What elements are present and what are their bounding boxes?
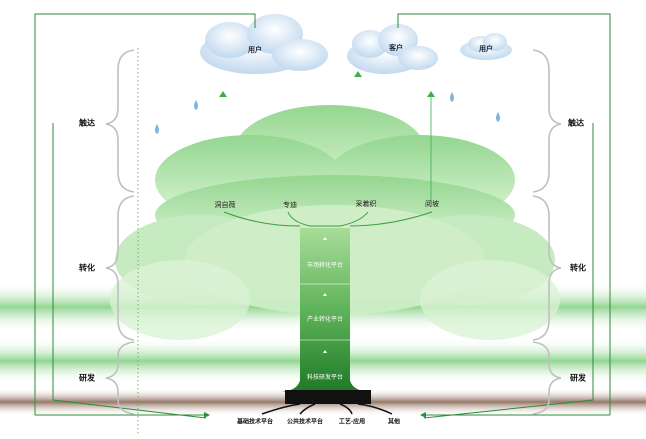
branch-label-4: 阅坡 (425, 200, 439, 208)
cloud-label-customer: 客户 (389, 44, 403, 52)
right-stage-research: 研发 (569, 372, 587, 384)
trunk-label-research: 科技研发平台 (306, 374, 343, 381)
left-braces (105, 49, 135, 415)
cloud-3 (460, 33, 512, 60)
root-base (285, 390, 371, 404)
tree-trunk (282, 228, 368, 392)
trunk-arrow-1-icon (323, 237, 327, 240)
trunk-arrow-2-icon (323, 293, 327, 296)
feedback-loop-lines (34, 13, 611, 419)
branch-lines (223, 211, 433, 227)
trunk-arrow-3-icon (323, 350, 327, 353)
cloud-1 (200, 14, 328, 74)
cloud-label-user-small: 用户 (479, 45, 493, 53)
right-stage-reach: 触达 (567, 117, 585, 129)
up-arrow-icon (354, 71, 362, 77)
up-arrow-icon (219, 91, 227, 97)
cloud-2 (347, 24, 438, 74)
raindrop-icon (450, 92, 454, 102)
root-arrow-left-icon (204, 412, 210, 418)
left-stage-convert: 转化 (78, 262, 96, 274)
left-stage-research: 研发 (78, 372, 96, 384)
left-stage-reach: 触达 (78, 117, 96, 129)
right-stage-convert: 转化 (569, 262, 587, 274)
branch-label-1: 洞自薇 (214, 201, 236, 209)
upward-arrows (219, 71, 435, 204)
trunk-label-industry: 产业转化平台 (306, 316, 343, 323)
trunk-label-market: 市场转化平台 (306, 262, 343, 269)
raindrop-icon (155, 124, 159, 134)
raindrop-icon (496, 112, 500, 122)
tree-canopy (110, 105, 560, 340)
right-braces (532, 49, 562, 415)
root-arrow-right-icon (420, 412, 426, 418)
raindrops (155, 92, 500, 134)
branch-label-3: 采着织 (355, 200, 377, 208)
cloud-label-user: 用户 (248, 46, 262, 54)
root-label-4: 其他 (387, 418, 401, 426)
branch-label-2: 专迪 (283, 201, 297, 209)
up-arrow-icon (427, 91, 435, 97)
roots (261, 403, 393, 415)
raindrop-icon (194, 100, 198, 110)
root-label-2: 公共技术平台 (286, 418, 324, 426)
root-label-1: 基础技术平台 (236, 418, 274, 426)
root-label-3: 工艺·应用 (338, 418, 366, 426)
